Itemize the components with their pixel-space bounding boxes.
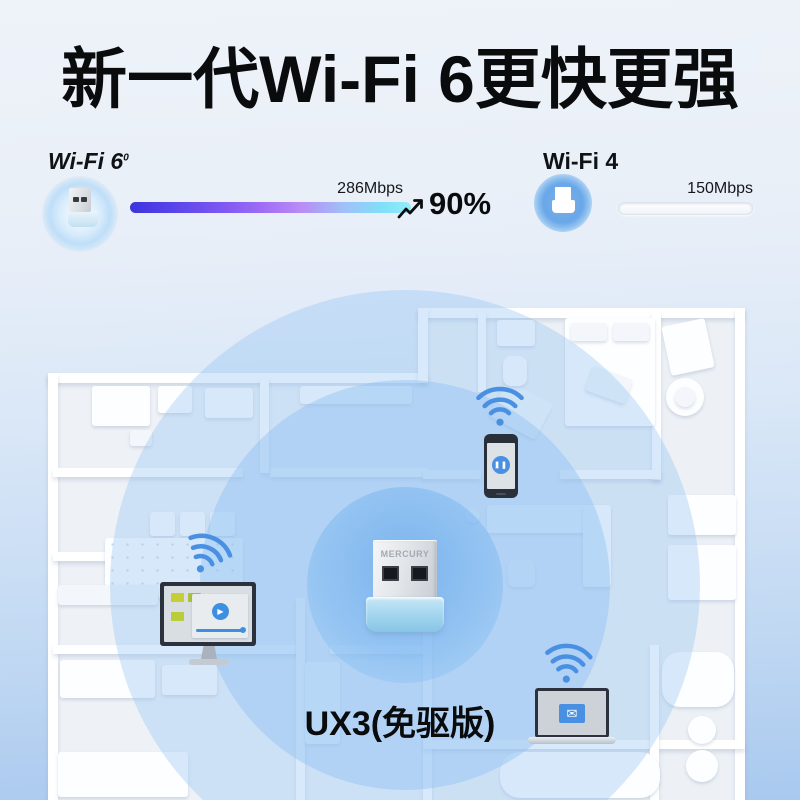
video-progress-bar: [196, 627, 246, 633]
wifi-signal-icon: [539, 638, 597, 687]
furniture-counter: [58, 585, 158, 605]
envelope-icon: ✉: [559, 704, 585, 723]
laptop-frame: ✉: [535, 688, 609, 738]
wifi4-label: Wi-Fi 4: [543, 148, 619, 174]
brand-text: MERCURY: [380, 549, 430, 559]
video-player: ▶: [192, 594, 248, 638]
furniture-pillow: [571, 323, 607, 341]
phone-home-button: [496, 493, 506, 495]
play-icon: ▶: [212, 603, 229, 620]
wall: [652, 312, 661, 480]
wifi6-speed-bar: [130, 202, 411, 213]
product-name-label: UX3(免驱版): [304, 705, 496, 743]
wall: [330, 645, 425, 654]
furniture-coffee-table: [508, 560, 535, 587]
furniture-dresser: [162, 665, 217, 695]
wifi6-speed-value: 286Mbps: [337, 180, 403, 197]
usb-wifi-adapter-product: MERCURY: [366, 540, 444, 632]
furniture-dresser: [60, 660, 155, 698]
furniture-appliance: [158, 386, 192, 413]
monitor-stand: [201, 646, 217, 659]
furniture-plant: [465, 508, 480, 523]
monitor-screen: ▶: [164, 586, 252, 642]
monitor-base: [189, 659, 229, 665]
wall: [418, 308, 428, 383]
wifi6-gain-percent: 90%: [429, 186, 492, 221]
wall: [560, 470, 661, 479]
furniture-toilet: [503, 356, 527, 386]
wall: [650, 645, 659, 800]
wifi6-adapter-icon: [42, 176, 118, 252]
usb-connector: MERCURY: [373, 540, 437, 599]
furniture-stool: [210, 512, 235, 536]
furniture-desk: [500, 752, 660, 798]
furniture-bathtub: [662, 652, 734, 707]
wall: [478, 312, 486, 392]
furniture-pillow: [613, 323, 649, 341]
furniture-cabinet: [668, 545, 736, 600]
wifi-signal-icon: [473, 384, 527, 428]
wall: [418, 308, 745, 318]
furniture-shelf: [300, 386, 412, 404]
wall: [260, 378, 269, 473]
wall: [735, 308, 745, 800]
usb-adapter-icon: [68, 188, 98, 227]
furniture-sink: [497, 320, 535, 346]
furniture-fixture: [686, 750, 718, 782]
furniture-fixture: [688, 716, 716, 744]
furniture-cabinet: [668, 495, 736, 535]
monitor-frame: ▶: [160, 582, 256, 646]
usb-connector-icon: [69, 188, 91, 212]
usb-body-icon: [68, 211, 98, 227]
adapter-body: [366, 597, 444, 632]
wifi4-speed-bar: [618, 202, 753, 215]
phone-screen: ❚❚: [487, 443, 515, 489]
wall: [48, 373, 428, 383]
furniture-bed: [58, 752, 188, 797]
usb-pin: [382, 566, 399, 581]
laptop-base: [528, 737, 616, 744]
wifi4-speed-value: 150Mbps: [687, 180, 753, 197]
laptop: ✉: [528, 688, 616, 746]
chat-bubble-icon: ❚❚: [492, 456, 510, 474]
usb-pin: [411, 566, 428, 581]
smartphone: ❚❚: [484, 434, 518, 498]
wall: [423, 470, 481, 479]
furniture-appliance: [205, 388, 253, 418]
wifi6-label: Wi-Fi 60: [48, 148, 129, 175]
wifi4-adapter-icon: [534, 174, 592, 232]
folder-icon: [171, 593, 184, 602]
furniture-stool: [180, 512, 205, 536]
folder-icon: [171, 612, 184, 621]
wall: [53, 468, 243, 477]
wall: [53, 645, 301, 654]
wall: [48, 373, 58, 800]
furniture-appliance: [130, 430, 152, 446]
desktop-monitor: ▶: [160, 582, 260, 668]
page-title: 新一代Wi-Fi 6更快更强: [61, 42, 739, 116]
furniture-stool: [150, 512, 175, 536]
trend-up-arrow-icon: [397, 199, 423, 219]
wall: [270, 468, 428, 477]
wifi6-label-text: Wi-Fi 6: [48, 148, 124, 174]
furniture-sofa: [583, 505, 611, 587]
wall: [53, 552, 153, 561]
laptop-screen: ✉: [538, 691, 606, 735]
wall: [296, 598, 305, 800]
furniture-washer-drum: [675, 387, 695, 407]
wifi6-footnote: 0: [123, 152, 129, 164]
wall: [423, 740, 745, 749]
usb-adapter-silhouette-icon: [551, 187, 575, 213]
furniture-appliance: [92, 386, 150, 426]
